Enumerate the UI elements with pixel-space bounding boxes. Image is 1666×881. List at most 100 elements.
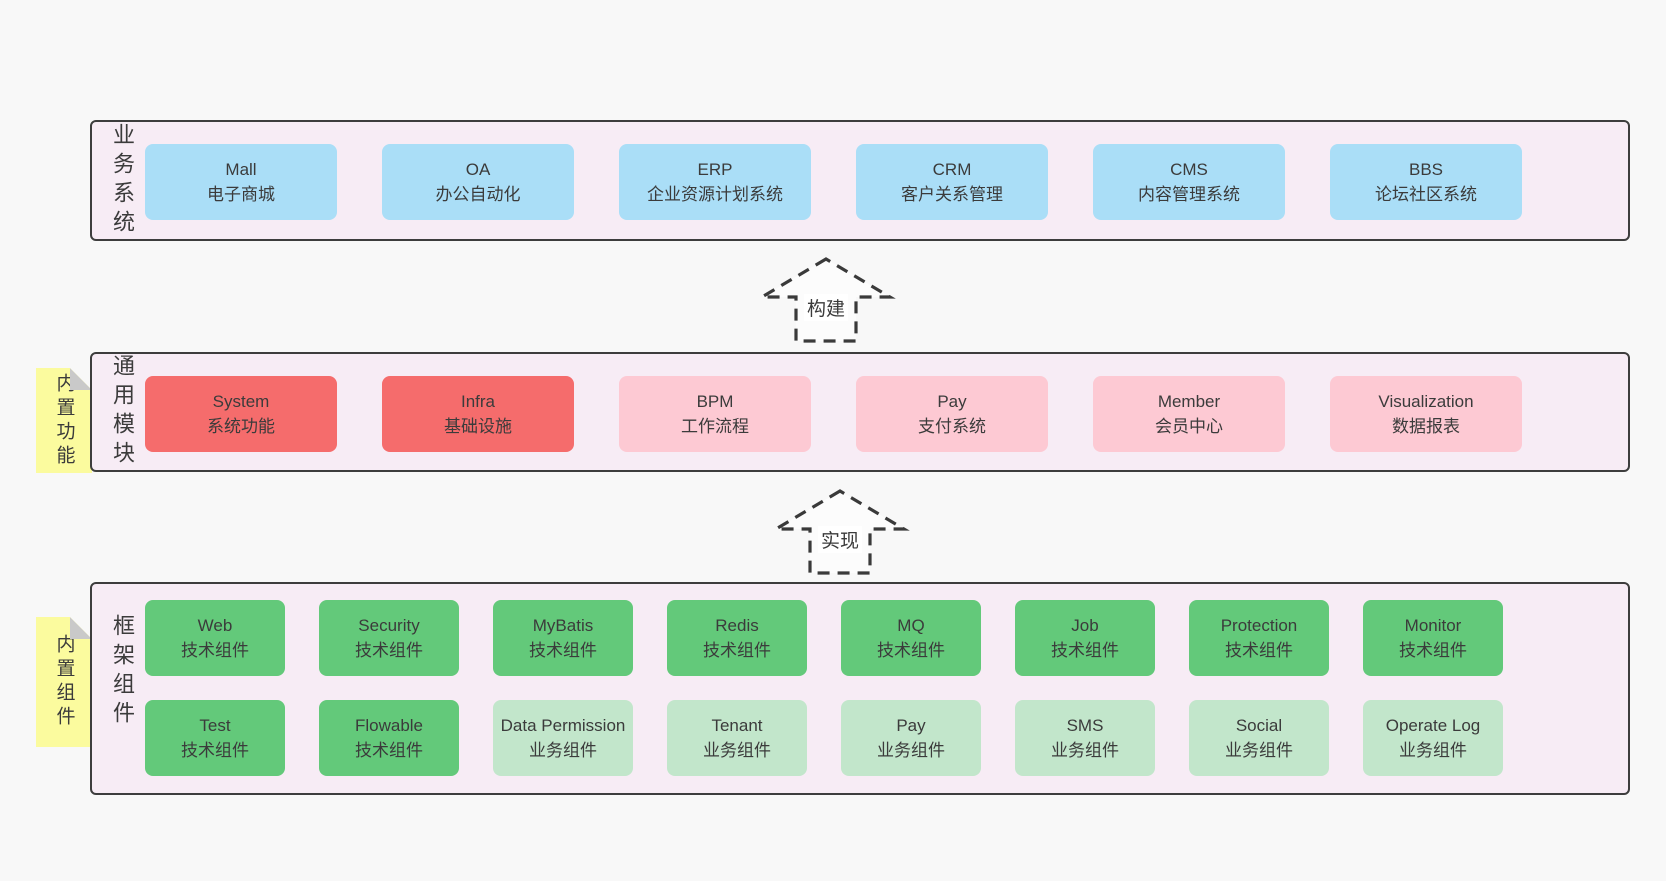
box-desc: 企业资源计划系统 (647, 185, 783, 204)
box-mq: MQ 技术组件 (841, 600, 981, 676)
box-name: SMS (1066, 716, 1104, 735)
box-redis: Redis 技术组件 (667, 600, 807, 676)
box-name: MyBatis (532, 616, 594, 635)
box-name: Redis (715, 616, 759, 635)
box-desc: 业务组件 (529, 741, 597, 760)
box-desc: 技术组件 (877, 641, 945, 660)
folded-corner-icon (70, 617, 92, 639)
box-erp: ERP 企业资源计划系统 (619, 144, 811, 220)
arrow-implement-label: 实现 (817, 526, 863, 553)
box-desc: 基础设施 (444, 417, 512, 436)
box-desc: 工作流程 (681, 417, 749, 436)
box-name: ERP (697, 160, 733, 179)
box-desc: 技术组件 (1225, 641, 1293, 660)
box-name: Job (1071, 616, 1099, 635)
box-desc: 支付系统 (918, 417, 986, 436)
box-name: Flowable (354, 716, 424, 735)
common-modules-row: System 系统功能 Infra 基础设施 BPM 工作流程 Pay 支付系统… (145, 376, 1522, 452)
box-desc: 业务组件 (1225, 741, 1293, 760)
box-name: Monitor (1404, 616, 1462, 635)
box-name: Social (1235, 716, 1283, 735)
box-desc: 内容管理系统 (1138, 185, 1240, 204)
section-common-modules-title: 通用模块 (110, 354, 135, 470)
section-common-modules: 通用模块 System 系统功能 Infra 基础设施 BPM 工作流程 Pay… (90, 352, 1630, 472)
box-name: Pay (937, 392, 967, 411)
box-protection: Protection 技术组件 (1189, 600, 1329, 676)
box-desc: 论坛社区系统 (1375, 185, 1477, 204)
sticky-tab-builtin-components: 内置组件 (36, 617, 92, 747)
box-name: Security (358, 616, 420, 635)
box-name: Test (199, 716, 231, 735)
box-security: Security 技术组件 (319, 600, 459, 676)
sticky-tab-builtin-features: 内置功能 (36, 368, 92, 473)
box-desc: 技术组件 (181, 741, 249, 760)
box-data-permission: Data Permission 业务组件 (493, 700, 633, 776)
box-name: System (212, 392, 270, 411)
arrow-implement: 实现 (770, 488, 910, 576)
section-business-systems: 业务系统 Mall 电子商城 OA 办公自动化 ERP 企业资源计划系统 CRM… (90, 120, 1630, 241)
box-name: Data Permission (500, 716, 626, 735)
box-desc: 业务组件 (877, 741, 945, 760)
box-name: BBS (1408, 160, 1444, 179)
box-name: Visualization (1378, 392, 1474, 411)
box-desc: 系统功能 (207, 417, 275, 436)
box-cms: CMS 内容管理系统 (1093, 144, 1285, 220)
box-name: CMS (1170, 160, 1208, 179)
box-test: Test 技术组件 (145, 700, 285, 776)
box-web: Web 技术组件 (145, 600, 285, 676)
box-bbs: BBS 论坛社区系统 (1330, 144, 1522, 220)
section-business-systems-title: 业务系统 (110, 122, 135, 239)
box-name: Member (1157, 392, 1221, 411)
box-desc: 业务组件 (703, 741, 771, 760)
box-desc: 技术组件 (529, 641, 597, 660)
box-mybatis: MyBatis 技术组件 (493, 600, 633, 676)
box-pay-business: Pay 业务组件 (841, 700, 981, 776)
box-desc: 办公自动化 (435, 185, 521, 204)
box-desc: 技术组件 (181, 641, 249, 660)
box-crm: CRM 客户关系管理 (856, 144, 1048, 220)
box-name: MQ (897, 616, 925, 635)
box-pay: Pay 支付系统 (856, 376, 1048, 452)
box-name: CRM (932, 160, 972, 179)
box-social: Social 业务组件 (1189, 700, 1329, 776)
arrow-build: 构建 (756, 256, 896, 344)
box-infra: Infra 基础设施 (382, 376, 574, 452)
sticky-tab-label: 内置组件 (53, 634, 75, 730)
box-name: Web (197, 616, 233, 635)
box-operate-log: Operate Log 业务组件 (1363, 700, 1503, 776)
box-name: BPM (696, 392, 734, 411)
box-tenant: Tenant 业务组件 (667, 700, 807, 776)
framework-components-row-2: Test 技术组件 Flowable 技术组件 Data Permission … (145, 700, 1503, 776)
box-name: Protection (1220, 616, 1298, 635)
box-name: Operate Log (1385, 716, 1481, 735)
box-job: Job 技术组件 (1015, 600, 1155, 676)
box-desc: 数据报表 (1392, 417, 1460, 436)
section-framework-components-title: 框架组件 (110, 614, 135, 730)
box-desc: 技术组件 (1399, 641, 1467, 660)
box-desc: 技术组件 (1051, 641, 1119, 660)
section-framework-components: 框架组件 Web 技术组件 Security 技术组件 MyBatis 技术组件… (90, 582, 1630, 795)
box-system: System 系统功能 (145, 376, 337, 452)
box-desc: 客户关系管理 (901, 185, 1003, 204)
box-desc: 业务组件 (1399, 741, 1467, 760)
box-name: Tenant (711, 716, 763, 735)
folded-corner-icon (70, 368, 92, 390)
box-name: Pay (896, 716, 926, 735)
box-desc: 技术组件 (355, 741, 423, 760)
box-desc: 会员中心 (1155, 417, 1223, 436)
box-oa: OA 办公自动化 (382, 144, 574, 220)
box-desc: 电子商城 (207, 185, 275, 204)
box-desc: 技术组件 (703, 641, 771, 660)
box-monitor: Monitor 技术组件 (1363, 600, 1503, 676)
box-desc: 业务组件 (1051, 741, 1119, 760)
box-member: Member 会员中心 (1093, 376, 1285, 452)
box-flowable: Flowable 技术组件 (319, 700, 459, 776)
box-name: OA (465, 160, 491, 179)
box-visualization: Visualization 数据报表 (1330, 376, 1522, 452)
box-desc: 技术组件 (355, 641, 423, 660)
box-mall: Mall 电子商城 (145, 144, 337, 220)
box-sms: SMS 业务组件 (1015, 700, 1155, 776)
arrow-build-label: 构建 (803, 294, 849, 321)
box-name: Infra (460, 392, 496, 411)
framework-components-row-1: Web 技术组件 Security 技术组件 MyBatis 技术组件 Redi… (145, 600, 1503, 676)
